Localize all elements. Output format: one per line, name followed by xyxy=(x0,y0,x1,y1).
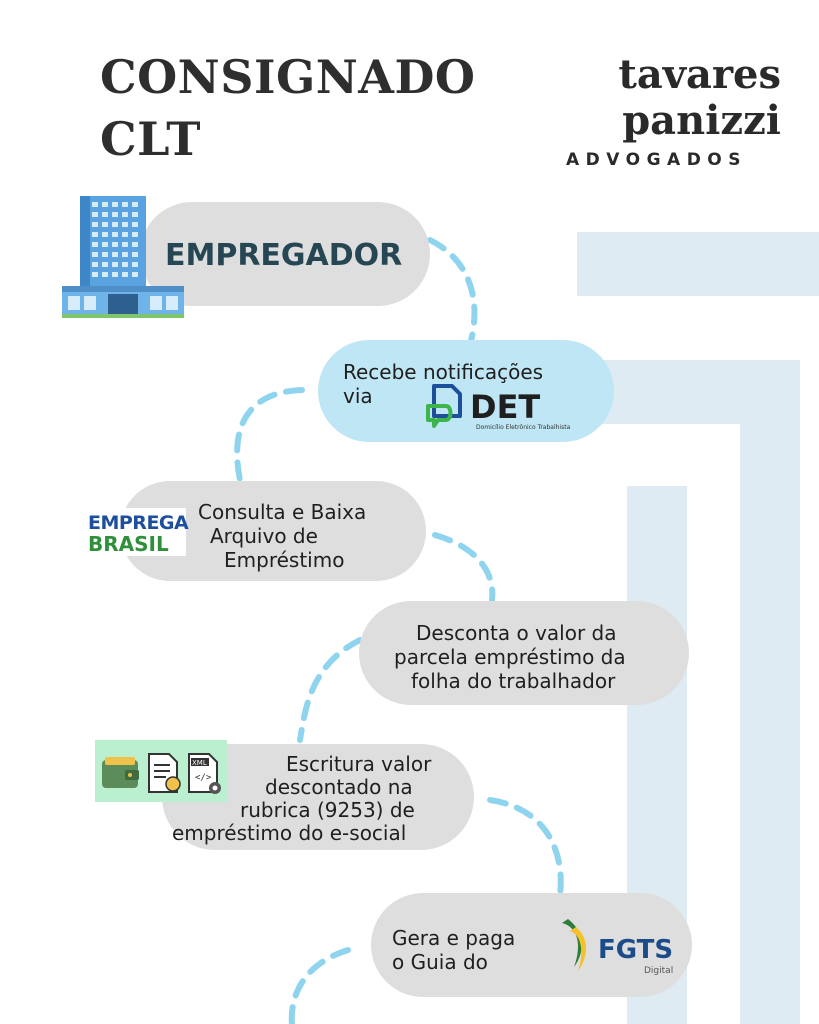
emprega-brasil-line-1: EMPREGA xyxy=(88,512,189,534)
download-text-1: Consulta e Baixa xyxy=(198,500,367,524)
brand-line-2: panizzi xyxy=(622,97,781,144)
building-icon xyxy=(62,196,184,318)
discount-text-2: parcela empréstimo da xyxy=(394,645,626,669)
download-text-3: Empréstimo xyxy=(224,548,345,572)
employer-label: EMPREGADOR xyxy=(165,238,403,273)
download-text-2: Arquivo de xyxy=(210,524,318,548)
escritura-text-3: rubrica (9253) de xyxy=(240,798,415,822)
brand-tagline: ADVOGADOS xyxy=(566,150,747,170)
fgts-logo-icon xyxy=(562,919,587,971)
connector-2 xyxy=(234,387,305,483)
connector-4 xyxy=(297,637,363,743)
emprega-brasil-line-2: BRASIL xyxy=(88,532,169,556)
discount-pill xyxy=(359,601,689,705)
discount-text-3: folha do trabalhador xyxy=(411,669,616,693)
fgts-text-1: Gera e paga xyxy=(392,926,516,950)
escritura-text-4: empréstimo do e-social xyxy=(172,821,407,845)
brand-line-1: tavares xyxy=(618,51,781,98)
connector-3 xyxy=(432,532,496,603)
xml-file-icon: XML </> xyxy=(188,753,221,794)
escritura-text-2: descontado na xyxy=(265,775,413,799)
discount-text-1: Desconta o valor da xyxy=(416,621,617,645)
emprega-brasil-logo: EMPREGA BRASIL xyxy=(86,508,189,556)
notifications-pill xyxy=(318,340,614,442)
wallet-icon xyxy=(102,757,139,788)
brand-logo: tavares panizzi xyxy=(571,52,781,144)
fgts-pill xyxy=(371,893,692,997)
det-name: DET xyxy=(470,388,541,426)
notifications-text-2: via xyxy=(343,384,373,408)
connector-5 xyxy=(487,797,564,898)
det-logo-icon xyxy=(426,384,462,428)
document-icon xyxy=(148,753,181,793)
svg-text:</>: </> xyxy=(195,773,212,783)
fgts-name: FGTS xyxy=(598,935,674,965)
connector-1 xyxy=(427,237,478,348)
employer-pill xyxy=(140,202,430,306)
fgts-text-2: o Guia do xyxy=(392,950,488,974)
connector-6 xyxy=(288,947,351,1024)
page-title: CONSIGNADO CLT xyxy=(100,46,475,170)
decor-bar-top xyxy=(577,232,819,296)
fgts-subtitle: Digital xyxy=(644,966,674,976)
det-subtitle: Domicílio Eletrônico Trabalhista xyxy=(476,424,571,431)
notifications-text-1: Recebe notificações xyxy=(343,360,544,384)
escritura-text-1: Escritura valor xyxy=(286,752,432,776)
svg-text:XML: XML xyxy=(192,759,207,767)
title-line-2: CLT xyxy=(100,112,201,166)
title-line-1: CONSIGNADO xyxy=(100,50,476,104)
